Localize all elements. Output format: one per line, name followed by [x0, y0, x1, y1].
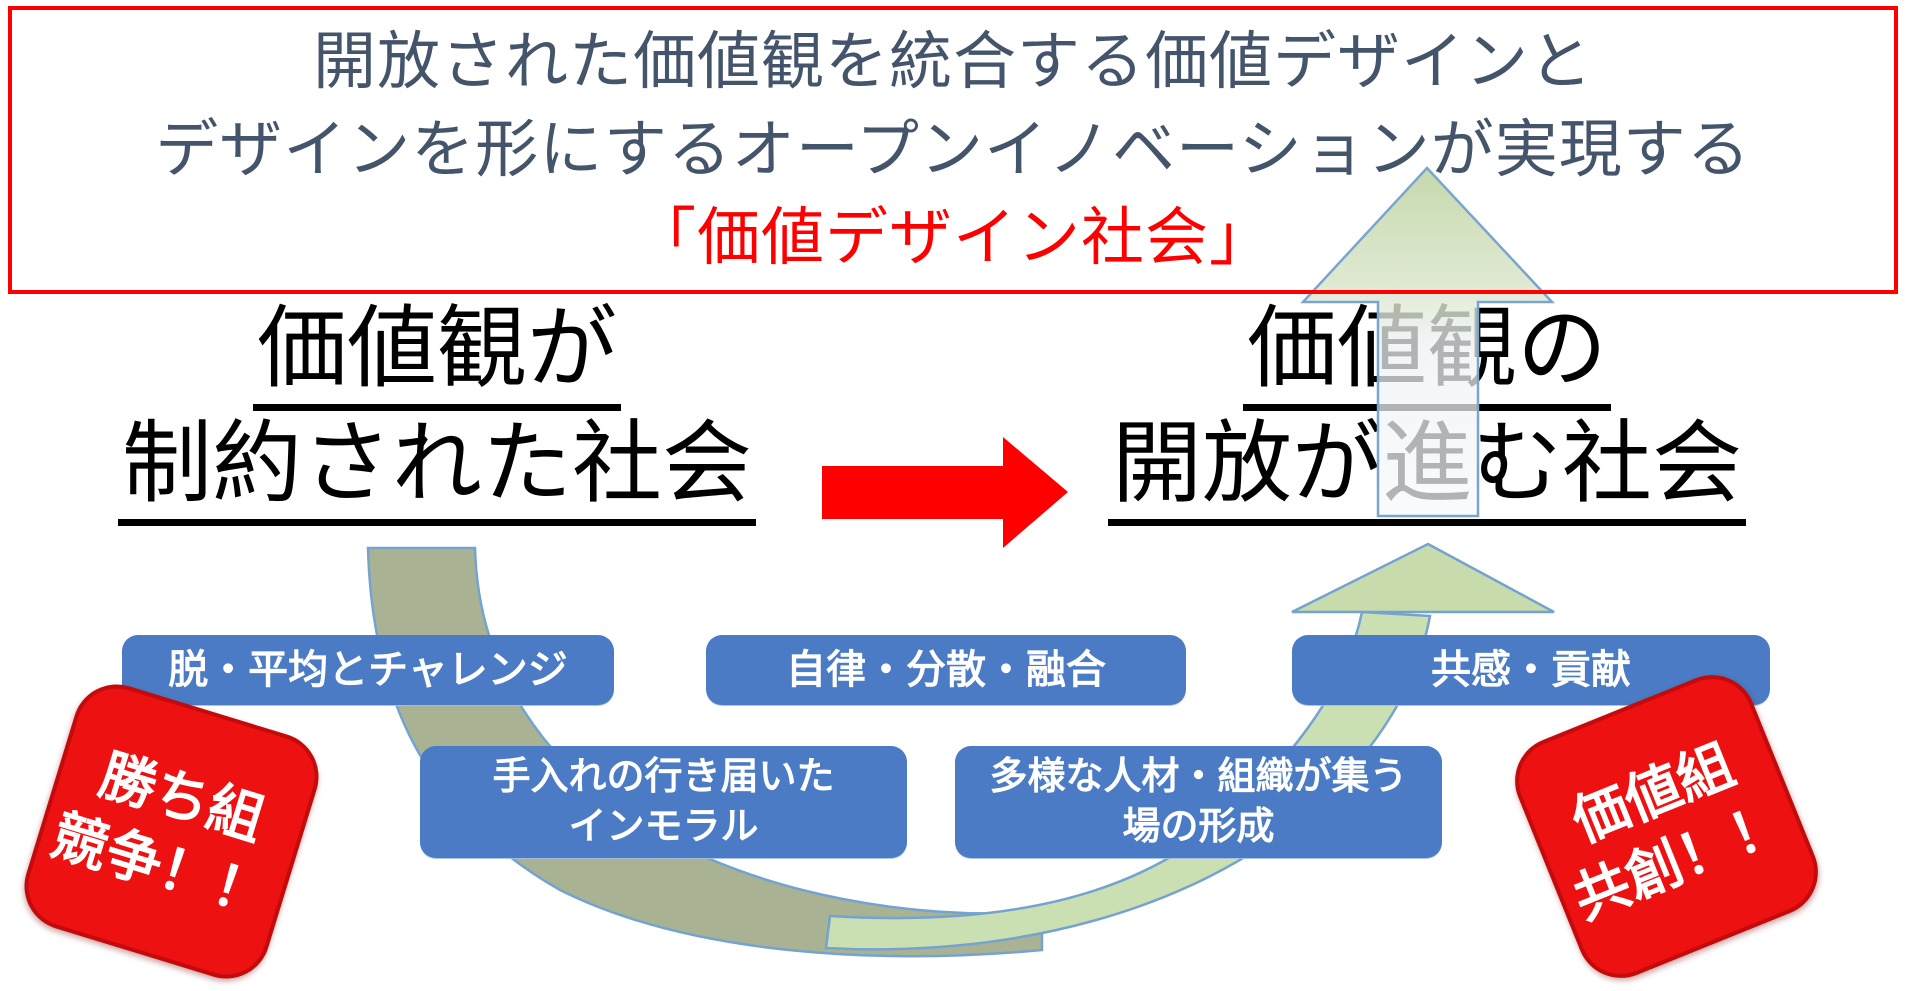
left-society-heading: 価値観が 制約された社会 — [72, 296, 802, 526]
big-upward-arrow — [1300, 166, 1555, 518]
title-line-1: 開放された価値観を統合する価値デザインと — [313, 27, 1593, 97]
value-box-datsu-heikin: 脱・平均とチャレンジ — [122, 635, 614, 705]
value-box-label: 手入れの行き届いた — [492, 756, 835, 798]
value-box-label: 多様な人材・組織が集う — [989, 756, 1408, 798]
value-box-tayou-jinzai: 多様な人材・組織が集う 場の形成 — [955, 746, 1442, 858]
value-box-label-2: 場の形成 — [1122, 806, 1275, 848]
red-right-arrow — [822, 437, 1068, 548]
value-box-teire: 手入れの行き届いた インモラル — [420, 746, 907, 858]
title-line-2: デザインを形にするオープンイノベーションが実現する — [155, 115, 1751, 185]
value-box-label: 共感・貢献 — [1431, 648, 1631, 692]
title-line-3-highlight: 「価値デザイン社会」 — [633, 203, 1273, 273]
left-heading-line-2: 制約された社会 — [118, 411, 756, 526]
value-box-label: 脱・平均とチャレンジ — [168, 648, 568, 692]
green-arrowhead — [1291, 542, 1555, 614]
title-box: 開放された価値観を統合する価値デザインと デザインを形にするオープンイノベーショ… — [8, 6, 1898, 294]
value-box-label: 自律・分散・融合 — [786, 648, 1106, 692]
left-heading-line-1: 価値観が — [253, 296, 621, 411]
value-box-jiritsu-bunsan: 自律・分散・融合 — [706, 635, 1186, 705]
value-box-label-2: インモラル — [568, 806, 759, 848]
